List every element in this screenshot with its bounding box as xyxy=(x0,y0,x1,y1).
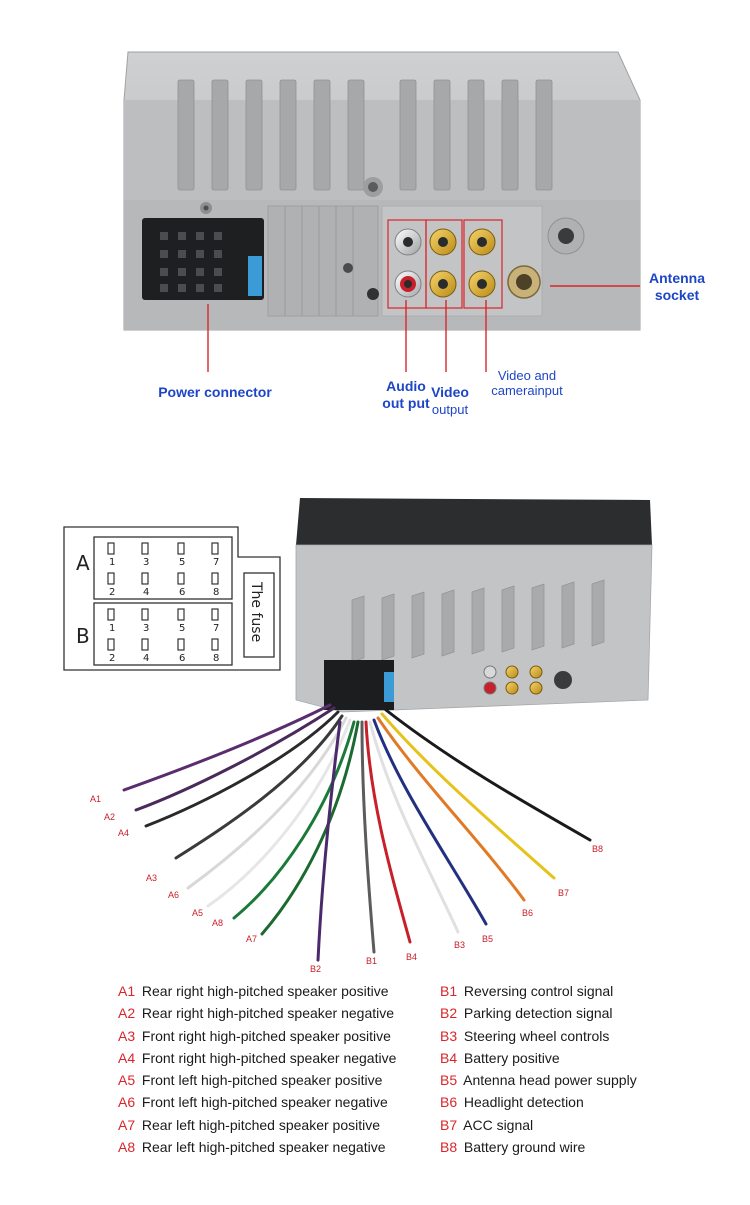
callout-antenna-socket: Antenna socket xyxy=(649,270,705,303)
wire-label-a5: A5 xyxy=(192,908,203,918)
legend-row-b8: B8 Battery ground wire xyxy=(440,1139,586,1156)
pinout-diagram xyxy=(63,526,281,671)
svg-text:1: 1 xyxy=(109,623,115,634)
svg-text:4: 4 xyxy=(143,653,149,664)
rca-camera-in xyxy=(468,228,496,298)
legend-row-b2: B2 Parking detection signal xyxy=(440,1005,613,1022)
svg-text:5: 5 xyxy=(179,557,185,568)
wire-label-a1: A1 xyxy=(90,794,101,804)
svg-text:2: 2 xyxy=(109,587,115,598)
svg-text:2: 2 xyxy=(109,653,115,664)
power-connector-socket xyxy=(142,218,264,300)
pinout-pin-numbers: 1 3 5 7 2 4 6 8 1 3 5 7 2 4 6 8 xyxy=(109,557,219,664)
svg-text:6: 6 xyxy=(179,653,185,664)
antenna-socket-port xyxy=(507,265,541,299)
gps-socket xyxy=(547,217,585,255)
wire-label-a8: A8 xyxy=(212,918,223,928)
legend-row-b4: B4 Battery positive xyxy=(440,1049,560,1066)
legend-row-b7: B7 ACC signal xyxy=(440,1116,534,1133)
svg-text:3: 3 xyxy=(143,623,149,634)
rca-video-out xyxy=(429,228,457,298)
wire-label-a7: A7 xyxy=(246,934,257,944)
callout-video-output: Video output xyxy=(431,384,469,417)
svg-text:6: 6 xyxy=(179,587,185,598)
cooling-fins xyxy=(177,79,553,191)
legend-row-b5: B5 Antenna head power supply xyxy=(440,1072,637,1089)
wire-label-b5: B5 xyxy=(482,934,493,944)
legend-row-b6: B6 Headlight detection xyxy=(440,1094,584,1111)
wire-label-b7: B7 xyxy=(558,888,569,898)
legend-a-column: A1 Rear right high-pitched speaker posit… xyxy=(118,980,396,1158)
wire-label-b8: B8 xyxy=(592,844,603,854)
svg-text:7: 7 xyxy=(213,623,219,634)
legend-row-a5: A5 Front left high-pitched speaker posit… xyxy=(118,1072,383,1089)
wire-label-a4: A4 xyxy=(118,828,129,838)
legend-row-a4: A4 Front right high-pitched speaker nega… xyxy=(118,1049,397,1066)
wire-label-b2: B2 xyxy=(310,964,321,974)
wire-label-b1: B1 xyxy=(366,956,377,966)
svg-text:4: 4 xyxy=(143,587,149,598)
pinout-pins xyxy=(107,542,219,651)
callout-video-camera-input: Video and camerainput xyxy=(491,368,563,398)
legend-row-a6: A6 Front left high-pitched speaker negat… xyxy=(118,1094,388,1111)
legend-row-b3: B3 Steering wheel controls xyxy=(440,1027,610,1044)
svg-text:8: 8 xyxy=(213,653,219,664)
svg-text:1: 1 xyxy=(109,557,115,568)
wire-label-a2: A2 xyxy=(104,812,115,822)
svg-text:5: 5 xyxy=(179,623,185,634)
rca-audio-out xyxy=(394,228,422,298)
legend-row-a1: A1 Rear right high-pitched speaker posit… xyxy=(118,983,389,999)
callout-audio-output: Audio out put xyxy=(382,378,430,411)
callout-power-connector: Power connector xyxy=(158,384,272,400)
wire-label-b4: B4 xyxy=(406,952,417,962)
unit-angled-view xyxy=(295,498,653,713)
pinout-block-a-label: A xyxy=(76,551,90,575)
legend-row-a8: A8 Rear left high-pitched speaker negati… xyxy=(118,1139,386,1156)
wire-label-a3: A3 xyxy=(146,873,157,883)
wire-label-b6: B6 xyxy=(522,908,533,918)
legend-b-column: B1 Reversing control signal B2 Parking d… xyxy=(440,980,637,1158)
legend-row-a3: A3 Front right high-pitched speaker posi… xyxy=(118,1027,391,1044)
legend-row-a7: A7 Rear left high-pitched speaker positi… xyxy=(118,1116,381,1133)
rca-highlight-boxes xyxy=(387,219,503,309)
wire-label-b3: B3 xyxy=(454,940,465,950)
pinout-block-b-label: B xyxy=(76,624,90,648)
svg-text:7: 7 xyxy=(213,557,219,568)
wire-harness xyxy=(122,703,592,962)
svg-text:3: 3 xyxy=(143,557,149,568)
wire-label-a6: A6 xyxy=(168,890,179,900)
svg-text:8: 8 xyxy=(213,587,219,598)
pinout-fuse-label: The fuse xyxy=(248,581,264,642)
legend-row-a2: A2 Rear right high-pitched speaker negat… xyxy=(118,1005,395,1022)
unit-rear-view xyxy=(123,51,641,331)
wire-labels: A1 A2 A4 A3 A6 A5 A8 A7 B2 B1 B4 B3 B5 B… xyxy=(90,794,603,974)
legend-row-b1: B1 Reversing control signal xyxy=(440,983,614,999)
callout-pointers xyxy=(207,285,640,372)
